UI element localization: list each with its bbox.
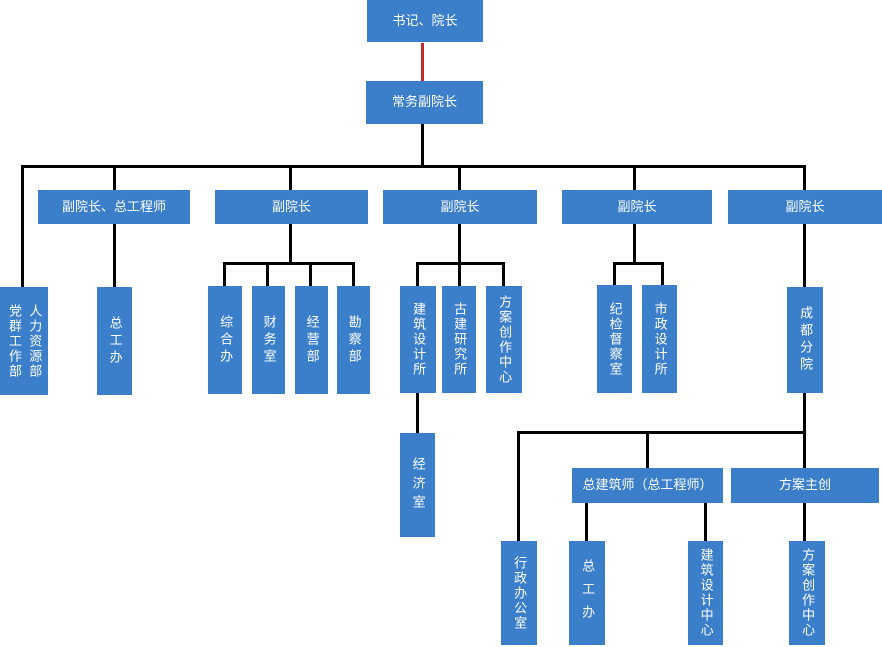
connector-design-to-economics bbox=[416, 393, 419, 433]
connector-branch3-top bbox=[458, 165, 461, 190]
connector-branch-chief-engineer-drop bbox=[585, 503, 588, 541]
node-vice-dean-chief-engineer[interactable]: 副院长、总工程师 bbox=[38, 190, 190, 224]
node-chief-engineer-office[interactable]: 总工办 bbox=[97, 287, 132, 395]
connector-branch4-stem bbox=[633, 224, 636, 265]
connector-branch1-bottom bbox=[113, 224, 116, 287]
node-architecture-design-institute[interactable]: 建筑设计所 bbox=[400, 286, 436, 393]
connector-admin-office-drop bbox=[517, 431, 520, 541]
node-discipline-inspection-office[interactable]: 纪检督察室 bbox=[597, 285, 632, 393]
node-operations-dept[interactable]: 经营部 bbox=[295, 286, 328, 394]
node-ancient-architecture-institute[interactable]: 古建研究所 bbox=[442, 286, 476, 393]
connector-branch2-top bbox=[289, 165, 292, 190]
connector-branch2-hline bbox=[223, 262, 355, 265]
hr-dept-label: 人力资源部 bbox=[27, 303, 43, 379]
connector-left-column-drop bbox=[21, 165, 24, 287]
node-branch-scheme-creation-center[interactable]: 方案创作中心 bbox=[789, 541, 825, 645]
node-vice-dean-2[interactable]: 副院长 bbox=[215, 190, 368, 224]
connector-arch-design-center-drop bbox=[704, 503, 707, 541]
connector-branch3-drop2 bbox=[458, 262, 461, 286]
node-executive-vice-dean[interactable]: 常务副院长 bbox=[366, 81, 483, 124]
connector-branch3-drop1 bbox=[416, 262, 419, 286]
connector-chief-architect-drop bbox=[646, 431, 649, 468]
connector-branch2-drop1 bbox=[223, 262, 226, 286]
connector-scheme-center-drop bbox=[803, 503, 806, 541]
node-chief-architect[interactable]: 总建筑师（总工程师） bbox=[572, 468, 723, 503]
connector-branch4-top bbox=[633, 165, 636, 190]
connector-branch1-top bbox=[113, 165, 116, 190]
node-branch-chief-engineer-office[interactable]: 总工办 bbox=[569, 541, 605, 645]
node-secretary-dean[interactable]: 书记、院长 bbox=[367, 0, 483, 42]
node-party-mass-hr-depts[interactable]: 党群工作部 人力资源部 bbox=[0, 287, 48, 395]
node-vice-dean-4[interactable]: 副院长 bbox=[562, 190, 712, 224]
connector-branch3-stem bbox=[458, 224, 461, 265]
connector-exec-trunk bbox=[421, 124, 424, 168]
connector-branch4-drop2 bbox=[661, 262, 664, 285]
node-general-office[interactable]: 综合办 bbox=[208, 286, 242, 394]
node-chengdu-branch[interactable]: 成都分院 bbox=[787, 287, 823, 393]
connector-branch2-drop2 bbox=[266, 262, 269, 286]
connector-main-hline bbox=[21, 165, 806, 168]
connector-branch5-top bbox=[803, 165, 806, 190]
node-vice-dean-5[interactable]: 副院长 bbox=[728, 190, 882, 224]
node-scheme-lead[interactable]: 方案主创 bbox=[731, 468, 879, 503]
node-municipal-design-institute[interactable]: 市政设计所 bbox=[642, 285, 677, 393]
connector-branch5-stem bbox=[803, 224, 806, 287]
node-architecture-design-center[interactable]: 建筑设计中心 bbox=[688, 541, 723, 645]
connector-branch2-stem bbox=[289, 224, 292, 265]
connector-secretary-to-exec bbox=[421, 43, 424, 81]
node-admin-office[interactable]: 行政办公室 bbox=[501, 541, 537, 645]
node-economics-office[interactable]: 经济室 bbox=[400, 433, 435, 537]
connector-chengdu-hline bbox=[517, 431, 806, 434]
connector-branch4-drop1 bbox=[613, 262, 616, 285]
node-vice-dean-3[interactable]: 副院长 bbox=[383, 190, 537, 224]
connector-branch2-drop4 bbox=[352, 262, 355, 286]
connector-chengdu-stem bbox=[803, 393, 806, 468]
node-survey-dept[interactable]: 勘察部 bbox=[337, 286, 370, 394]
node-finance-office[interactable]: 财务室 bbox=[252, 286, 285, 394]
node-scheme-creation-center[interactable]: 方案创作中心 bbox=[486, 286, 522, 393]
connector-branch2-drop3 bbox=[309, 262, 312, 286]
party-mass-dept-label: 党群工作部 bbox=[7, 303, 22, 379]
connector-branch4-hline bbox=[613, 262, 664, 265]
connector-branch3-drop3 bbox=[502, 262, 505, 286]
